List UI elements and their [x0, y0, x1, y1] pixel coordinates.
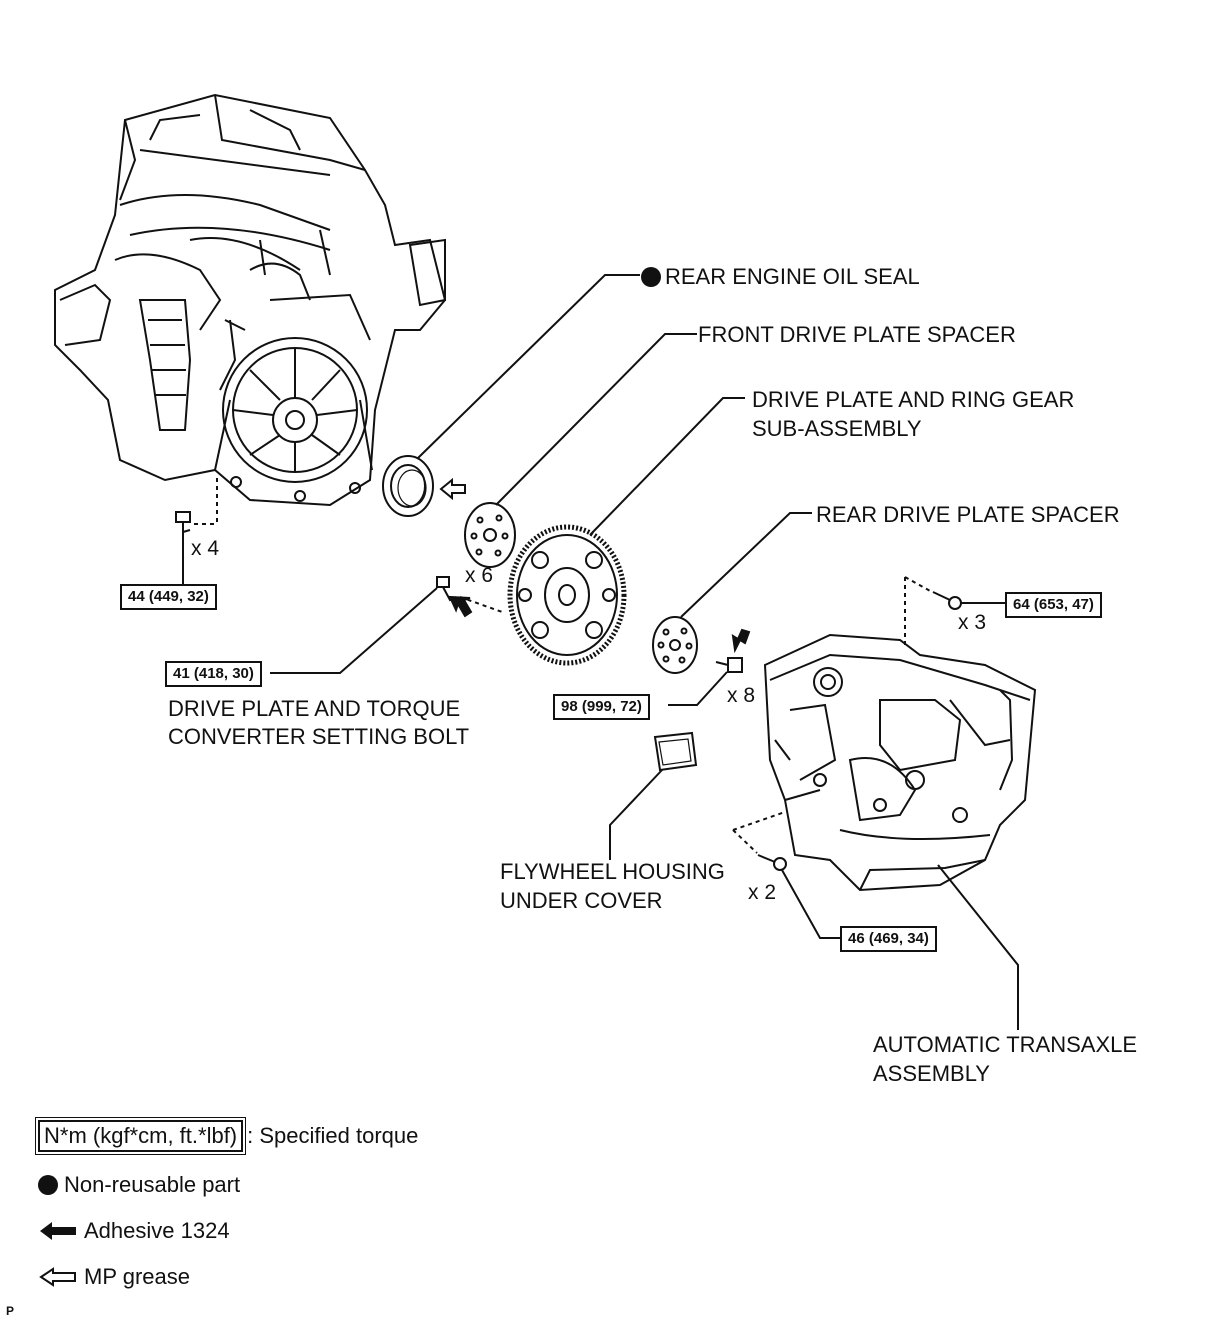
torque-drive-plate-bolt: 98 (999, 72) [553, 694, 650, 720]
label-rear-drive-plate-spacer: REAR DRIVE PLATE SPACER [816, 502, 1120, 527]
legend-adhesive: Adhesive 1324 [38, 1218, 230, 1244]
qty-setting-bolt: x 6 [465, 564, 494, 587]
legend-mp-grease-label: MP grease [84, 1264, 190, 1289]
label-flywheel-line1: FLYWHEEL HOUSING [500, 859, 725, 884]
non-reusable-icon [641, 267, 661, 287]
drive-plate-ring-gear [507, 524, 627, 666]
hollow-arrow-icon [39, 1267, 76, 1287]
legend-torque: N*m (kgf*cm, ft.*lbf) : Specified torque [34, 1117, 419, 1155]
rear-engine-oil-seal [382, 455, 434, 517]
corner-mark: P [6, 1304, 15, 1318]
flywheel-housing-under-cover [653, 731, 698, 772]
drive-plate-bolt [715, 657, 743, 673]
filled-circle-icon [38, 1175, 58, 1195]
front-drive-plate-spacer [464, 502, 516, 568]
label-drive-plate-line2: SUB-ASSEMBLY [752, 416, 922, 441]
legend-non-reusable: Non-reusable part [38, 1172, 240, 1198]
engine-illustration [54, 93, 447, 507]
qty-drive-plate-bolt: x 8 [727, 684, 756, 707]
label-setting-bolt-line2: CONVERTER SETTING BOLT [168, 724, 470, 749]
legend-mp-grease: MP grease [38, 1264, 190, 1290]
qty-engine-bolt: x 4 [191, 537, 220, 560]
label-transaxle-line2: ASSEMBLY [873, 1061, 990, 1086]
label-drive-plate-line1: DRIVE PLATE AND RING GEAR [752, 387, 1075, 412]
qty-transaxle-lower: x 2 [748, 881, 777, 904]
torque-transaxle-lower: 46 (469, 34) [840, 926, 937, 952]
legend-adhesive-label: Adhesive 1324 [84, 1218, 230, 1243]
legend-torque-box: N*m (kgf*cm, ft.*lbf) [34, 1117, 247, 1155]
label-setting-bolt-line1: DRIVE PLATE AND TORQUE [168, 696, 461, 721]
transaxle-illustration [763, 633, 1037, 892]
transaxle-lower-bolt [757, 854, 787, 871]
label-front-drive-plate-spacer: FRONT DRIVE PLATE SPACER [698, 322, 1016, 347]
torque-transaxle-upper: 64 (653, 47) [1005, 592, 1102, 618]
rear-drive-plate-spacer [652, 616, 698, 674]
engine-bolt [175, 511, 191, 534]
label-transaxle-line1: AUTOMATIC TRANSAXLE [873, 1032, 1138, 1057]
legend-torque-desc: : Specified torque [247, 1123, 419, 1148]
label-flywheel-line2: UNDER COVER [500, 888, 663, 913]
transaxle-upper-bolt [932, 591, 962, 610]
qty-transaxle-upper: x 3 [958, 611, 987, 634]
torque-setting-bolt: 41 (418, 30) [165, 661, 262, 687]
solid-arrow-icon [40, 1222, 76, 1240]
torque-engine-bolt: 44 (449, 32) [120, 584, 217, 610]
label-rear-engine-oil-seal: REAR ENGINE OIL SEAL [665, 264, 920, 289]
legend-non-reusable-label: Non-reusable part [64, 1172, 241, 1197]
